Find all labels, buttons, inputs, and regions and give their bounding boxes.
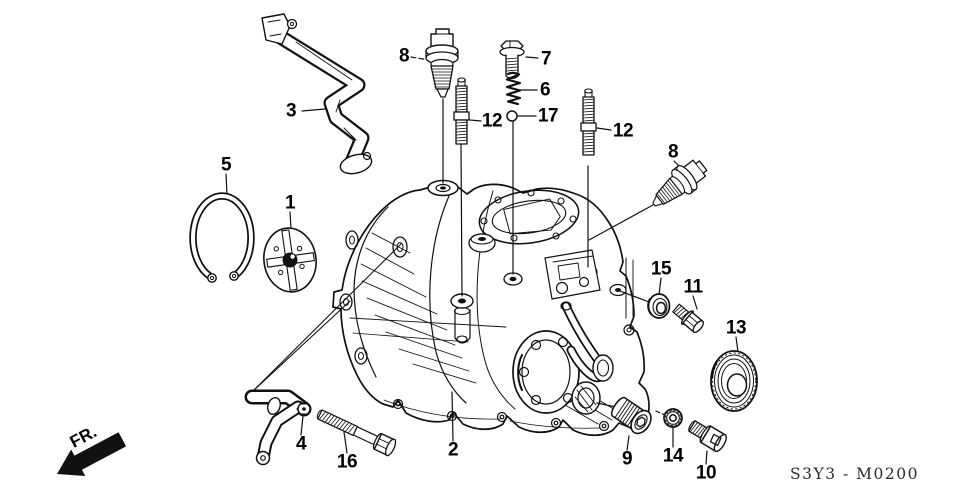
- snap-ring-5: [189, 192, 255, 284]
- oil-seal-13: [710, 350, 758, 412]
- bolt-16: [316, 409, 397, 457]
- leader-lines: [225, 56, 739, 465]
- transmission-case: [332, 179, 650, 437]
- stud-12-right: [580, 88, 597, 156]
- sensor-8-left: [425, 28, 459, 98]
- washer-14: [663, 408, 683, 428]
- drain-bolt-10: [688, 420, 727, 453]
- fr-direction-arrow: FR.: [57, 422, 127, 476]
- bracket-3: [261, 13, 373, 175]
- ball-17: [506, 110, 518, 122]
- disc-1: [263, 227, 317, 293]
- mount-guide-lines: [252, 243, 402, 392]
- drawing-code: S3Y3 - M0200: [790, 465, 919, 483]
- washer-15: [647, 293, 671, 319]
- spring-6: [505, 71, 522, 106]
- stud-12-left: [453, 77, 470, 145]
- bolt-11: [672, 303, 704, 334]
- bracket-4: [244, 389, 312, 466]
- plug-9: [610, 396, 652, 435]
- sensor-8-right: [643, 153, 713, 217]
